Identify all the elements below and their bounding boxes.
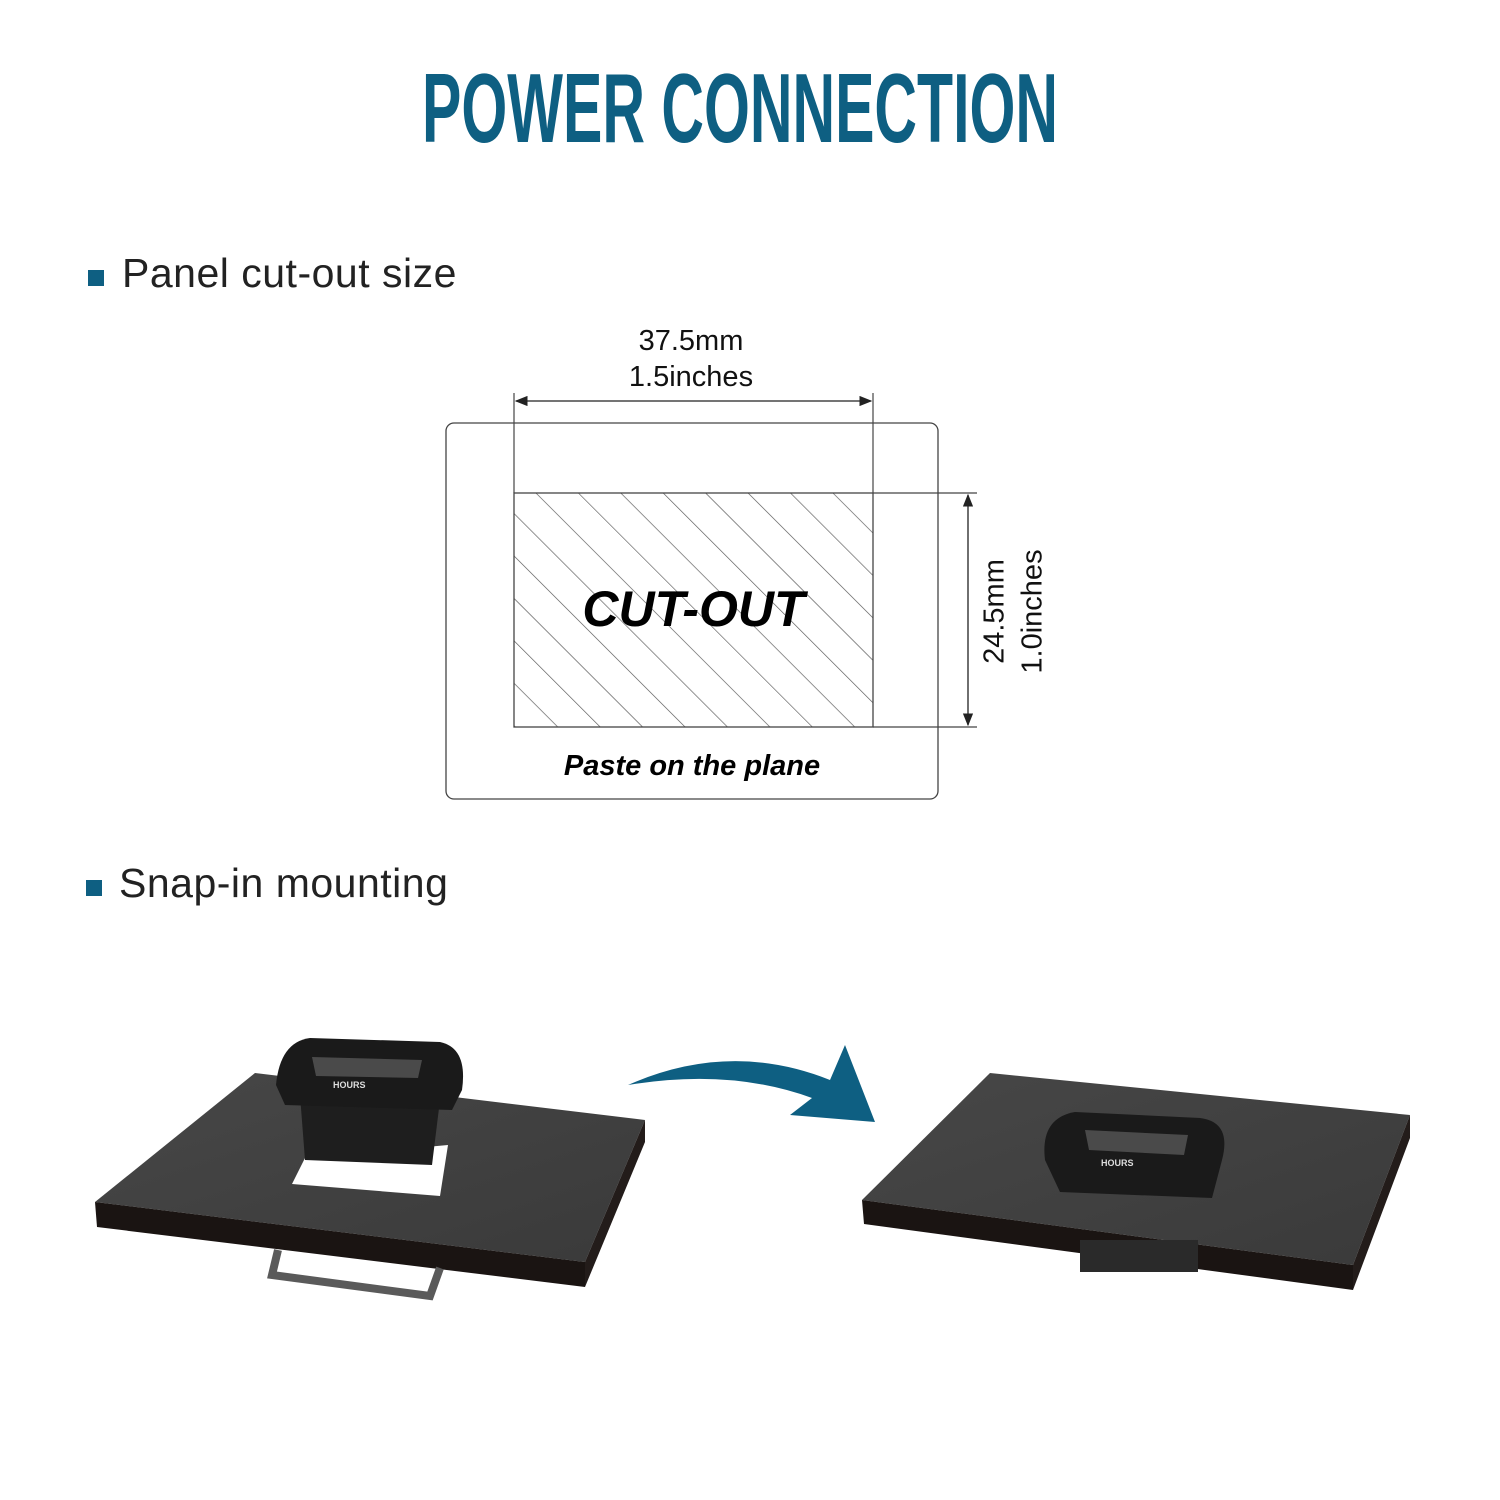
width-inch-label: 1.5inches bbox=[628, 361, 754, 393]
bullet-icon bbox=[88, 270, 104, 286]
width-mm-label: 37.5mm bbox=[638, 325, 744, 357]
hour-meter-icon: HOURS bbox=[276, 1038, 464, 1165]
section-heading-mounting: Snap-in mounting bbox=[119, 860, 449, 906]
bullet-icon bbox=[86, 880, 102, 896]
section-heading-cutout: Panel cut-out size bbox=[122, 250, 457, 296]
page-title: POWER CONNECTION bbox=[422, 53, 1058, 163]
page-title-text: POWER CONNECTION bbox=[422, 53, 1058, 163]
arrow-icon bbox=[628, 1045, 875, 1122]
panel-label: Paste on the plane bbox=[563, 750, 821, 782]
svg-text:HOURS: HOURS bbox=[333, 1080, 366, 1090]
hour-meter-icon: HOURS bbox=[1044, 1112, 1225, 1198]
panel-after-mounting: HOURS bbox=[862, 1073, 1410, 1290]
svg-text:HOURS: HOURS bbox=[1101, 1158, 1134, 1168]
height-mm-label: 24.5mm bbox=[978, 559, 1011, 664]
height-inch-label: 1.0inches bbox=[1016, 549, 1049, 674]
mounting-bracket bbox=[267, 1249, 444, 1301]
panel-before-mounting: HOURS bbox=[95, 1038, 645, 1301]
cutout-label: CUT-OUT bbox=[582, 581, 805, 637]
